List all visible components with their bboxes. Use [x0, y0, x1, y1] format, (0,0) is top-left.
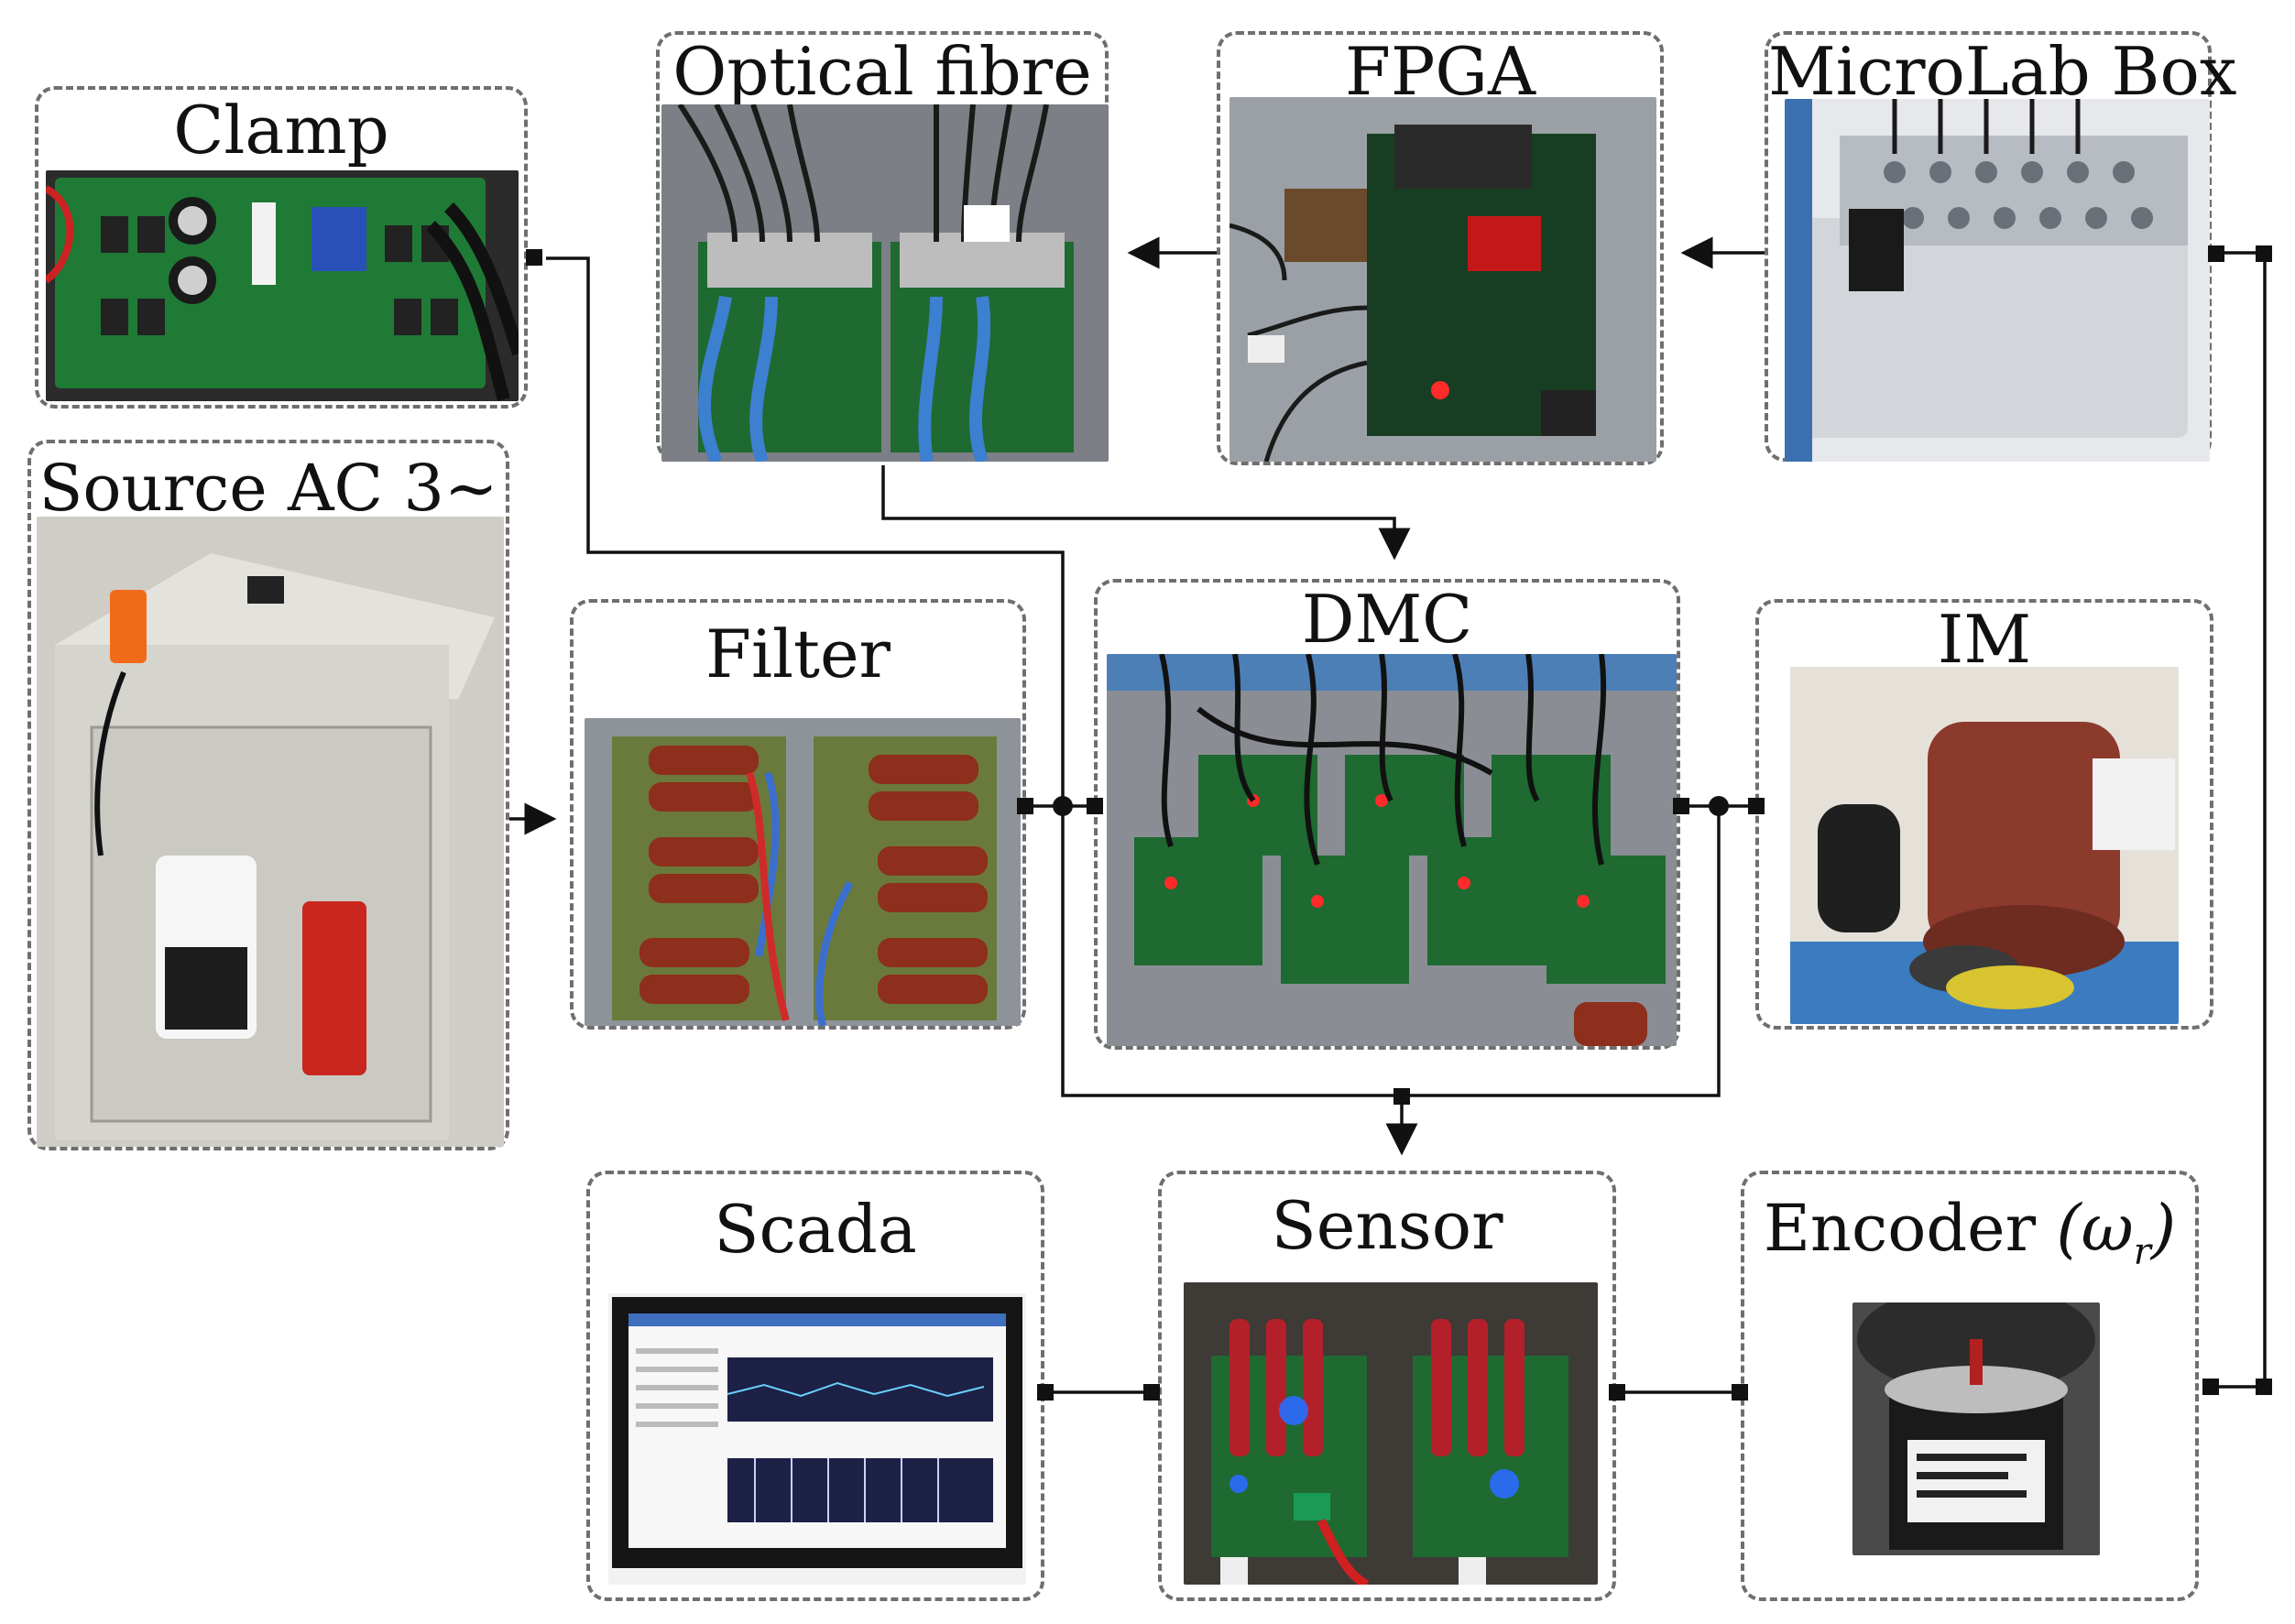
- dmc-photo: [1107, 654, 1677, 1046]
- scada-block: Scada: [586, 1171, 1044, 1601]
- filter-block: Filter: [570, 599, 1026, 1030]
- source-ac-photo: [37, 517, 504, 1147]
- sensor-photo: [1184, 1282, 1598, 1585]
- encoder-label: Encoder: [1763, 1191, 2037, 1266]
- microlab-encoder-bus: [2212, 251, 2267, 1389]
- encoder-photo: [1852, 1302, 2100, 1555]
- clamp-photo: [46, 170, 519, 401]
- fpga-photo: [1229, 97, 1656, 462]
- optical-fibre-photo: [661, 104, 1109, 462]
- im-block: IM: [1755, 599, 2213, 1030]
- source-ac-block: Source AC 3∼: [27, 440, 509, 1150]
- filter-title: Filter: [705, 616, 891, 692]
- microlab-box-photo: [1785, 99, 2210, 462]
- im-title: IM: [1937, 601, 2032, 678]
- microlab-box-block: MicroLab Box: [1765, 31, 2237, 462]
- source-ac-title: Source AC 3∼: [31, 456, 506, 520]
- dmc-title: DMC: [1301, 581, 1473, 658]
- scada-title: Scada: [714, 1191, 917, 1268]
- dmc-block: DMC: [1094, 579, 1680, 1050]
- scada-photo: [608, 1293, 1026, 1585]
- clamp-block: Clamp: [35, 86, 528, 409]
- optical-to-dmc-wire: [881, 465, 1411, 561]
- filter-photo: [585, 718, 1021, 1026]
- sensor-block: Sensor: [1158, 1171, 1616, 1601]
- source-ac-label: Source AC 3: [38, 451, 444, 526]
- clamp-title: Clamp: [173, 92, 389, 169]
- encoder-block: Encoder (ωr): [1741, 1171, 2199, 1601]
- microlab-box-title: MicroLab Box: [1768, 33, 2237, 110]
- optical-fibre-block: Optical fibre: [656, 31, 1109, 462]
- three-phase-symbol: ∼: [443, 451, 498, 526]
- fpga-title: FPGA: [1345, 33, 1535, 110]
- sensor-title: Sensor: [1271, 1187, 1503, 1264]
- fpga-block: FPGA: [1217, 31, 1664, 465]
- clamp-to-dmc-wire: [546, 256, 1721, 1097]
- rotor-speed-symbol: (ωr): [2056, 1191, 2177, 1273]
- optical-fibre-title: Optical fibre: [672, 33, 1092, 110]
- im-photo: [1790, 667, 2179, 1024]
- encoder-title: Encoder (ωr): [1744, 1196, 2195, 1270]
